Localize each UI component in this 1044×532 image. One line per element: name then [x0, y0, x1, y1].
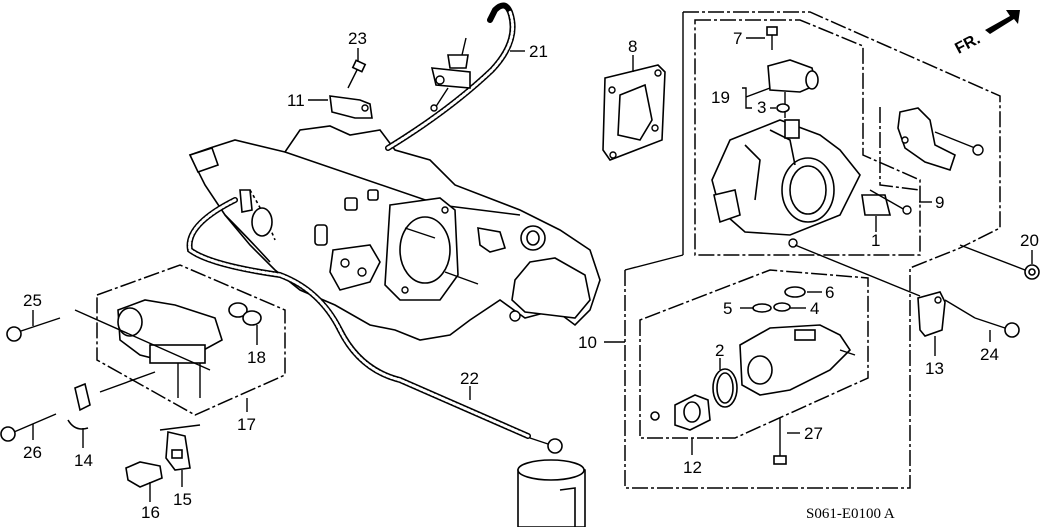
- part-25-bolt[interactable]: [6, 317, 61, 342]
- callout-5[interactable]: 5: [723, 299, 732, 318]
- part-24-bolt[interactable]: [944, 299, 1020, 338]
- charcoal-canister[interactable]: [517, 437, 586, 528]
- part-26-bolt[interactable]: [0, 413, 57, 442]
- callout-25[interactable]: 25: [23, 291, 42, 310]
- callout-8[interactable]: 8: [628, 37, 637, 56]
- part-17-iacv[interactable]: [117, 299, 223, 398]
- callout-labels: 1 2 3 4 5 6 7 8 9 10 11 12 13 14 15 16 1…: [23, 29, 1039, 522]
- pressure-regulator[interactable]: [430, 37, 471, 112]
- callout-15[interactable]: 15: [173, 490, 192, 509]
- diagram-code: S061-E0100 A: [806, 506, 895, 522]
- part-3-oring[interactable]: [776, 103, 790, 113]
- part-19-sensor[interactable]: [767, 59, 819, 118]
- part-6-oring[interactable]: [784, 286, 806, 298]
- callout-14[interactable]: 14: [74, 451, 93, 470]
- callout-27[interactable]: 27: [804, 424, 823, 443]
- callout-11[interactable]: 11: [287, 91, 305, 110]
- part-8-gasket[interactable]: [602, 64, 666, 161]
- part-2-oring[interactable]: [712, 368, 738, 408]
- callout-6[interactable]: 6: [825, 283, 834, 302]
- callout-12[interactable]: 12: [683, 458, 702, 477]
- part-20-nut[interactable]: [959, 244, 1040, 280]
- part-23-bolt[interactable]: [347, 59, 367, 89]
- callout-20[interactable]: 20: [1020, 231, 1039, 250]
- callout-9[interactable]: 9: [935, 193, 944, 212]
- callout-23[interactable]: 23: [348, 29, 367, 48]
- part-14-clip[interactable]: [67, 382, 91, 430]
- front-arrow-icon: [985, 10, 1020, 34]
- throttle-body[interactable]: [711, 119, 861, 248]
- group-box-17: [96, 264, 286, 416]
- callout-26[interactable]: 26: [23, 443, 42, 462]
- callout-1[interactable]: 1: [871, 231, 880, 250]
- front-label: FR.: [952, 31, 983, 58]
- callout-16[interactable]: 16: [141, 503, 160, 522]
- callout-19[interactable]: 19: [711, 88, 730, 107]
- callout-18[interactable]: 18: [247, 348, 266, 367]
- callout-22[interactable]: 22: [460, 369, 479, 388]
- part-7-screw[interactable]: [766, 26, 778, 50]
- front-direction-indicator: FR.: [952, 10, 1020, 58]
- intake-manifold[interactable]: [188, 125, 601, 341]
- part-9-bracket[interactable]: [897, 107, 984, 172]
- group-box-9: [879, 107, 921, 191]
- leader-lines: [32, 37, 1033, 502]
- callout-7[interactable]: 7: [733, 29, 742, 48]
- callout-10[interactable]: 10: [578, 333, 597, 352]
- group-box-inner: [694, 19, 921, 256]
- part-5-gasket[interactable]: [752, 303, 772, 313]
- part-16-connector[interactable]: [125, 461, 163, 488]
- part-27-bolt[interactable]: [773, 418, 787, 465]
- idle-air-body[interactable]: [739, 324, 856, 396]
- callout-4[interactable]: 4: [810, 299, 819, 318]
- callout-17[interactable]: 17: [237, 415, 256, 434]
- part-18-gasket[interactable]: [228, 302, 262, 326]
- part-1-screw[interactable]: [861, 189, 912, 216]
- hose-22[interactable]: [186, 197, 531, 439]
- group-box-10: [624, 247, 961, 489]
- callout-24[interactable]: 24: [980, 345, 999, 364]
- part-13-bracket[interactable]: [917, 291, 946, 337]
- callout-13[interactable]: 13: [925, 359, 944, 378]
- part-12-gasket[interactable]: [674, 394, 711, 431]
- hose-21[interactable]: [385, 2, 516, 151]
- small-screw[interactable]: [650, 411, 660, 421]
- group-box-outer-10: [683, 11, 1001, 249]
- part-4-gasket[interactable]: [773, 302, 791, 312]
- part-15-plate[interactable]: [165, 431, 191, 471]
- callout-2[interactable]: 2: [715, 341, 724, 360]
- callout-21[interactable]: 21: [529, 42, 548, 61]
- group-box-12: [639, 269, 869, 439]
- part-11-bracket[interactable]: [329, 95, 373, 119]
- callout-3[interactable]: 3: [757, 98, 766, 117]
